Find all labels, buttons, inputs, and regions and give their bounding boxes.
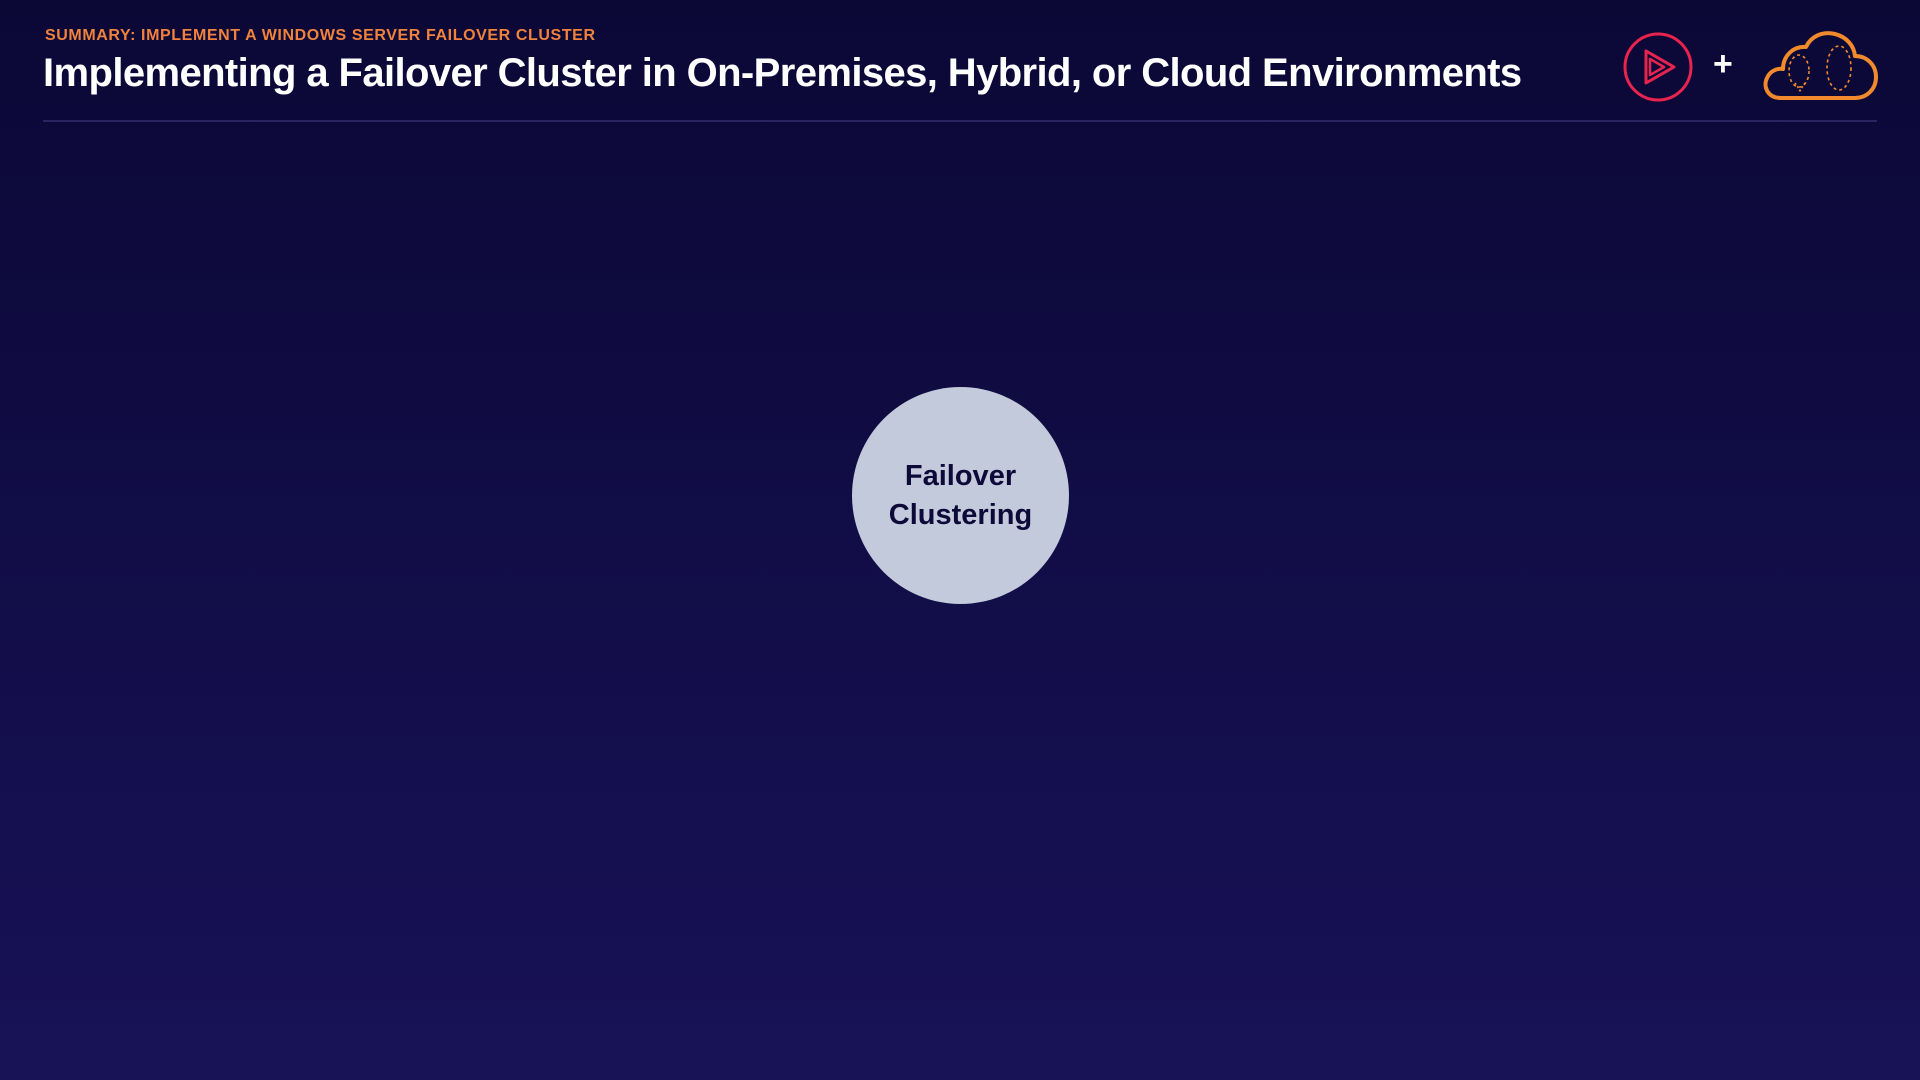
node-label: Failover Clustering (888, 459, 1033, 531)
cloud-balloon-right (1826, 45, 1852, 91)
slide-title: Implementing a Failover Cluster in On-Pr… (43, 51, 1522, 95)
play-icon-ring (1623, 32, 1693, 102)
logo-group: + (1620, 28, 1880, 104)
failover-clustering-node: Failover Clustering (852, 387, 1069, 604)
header-divider (43, 120, 1877, 122)
play-icon-outer-triangle (1644, 49, 1676, 85)
pluralsight-play-icon (1623, 32, 1693, 102)
cloud-balloon-left (1788, 54, 1810, 88)
slide-header: SUMMARY: IMPLEMENT A WINDOWS SERVER FAIL… (43, 24, 1877, 122)
play-icon-inner-triangle (1648, 57, 1666, 77)
cloud-balloon-strings (1794, 82, 1806, 93)
cloud-icon (1763, 31, 1878, 100)
slide-eyebrow: SUMMARY: IMPLEMENT A WINDOWS SERVER FAIL… (45, 27, 596, 44)
plus-sign: + (1713, 45, 1733, 83)
cloud-outline (1763, 31, 1878, 100)
